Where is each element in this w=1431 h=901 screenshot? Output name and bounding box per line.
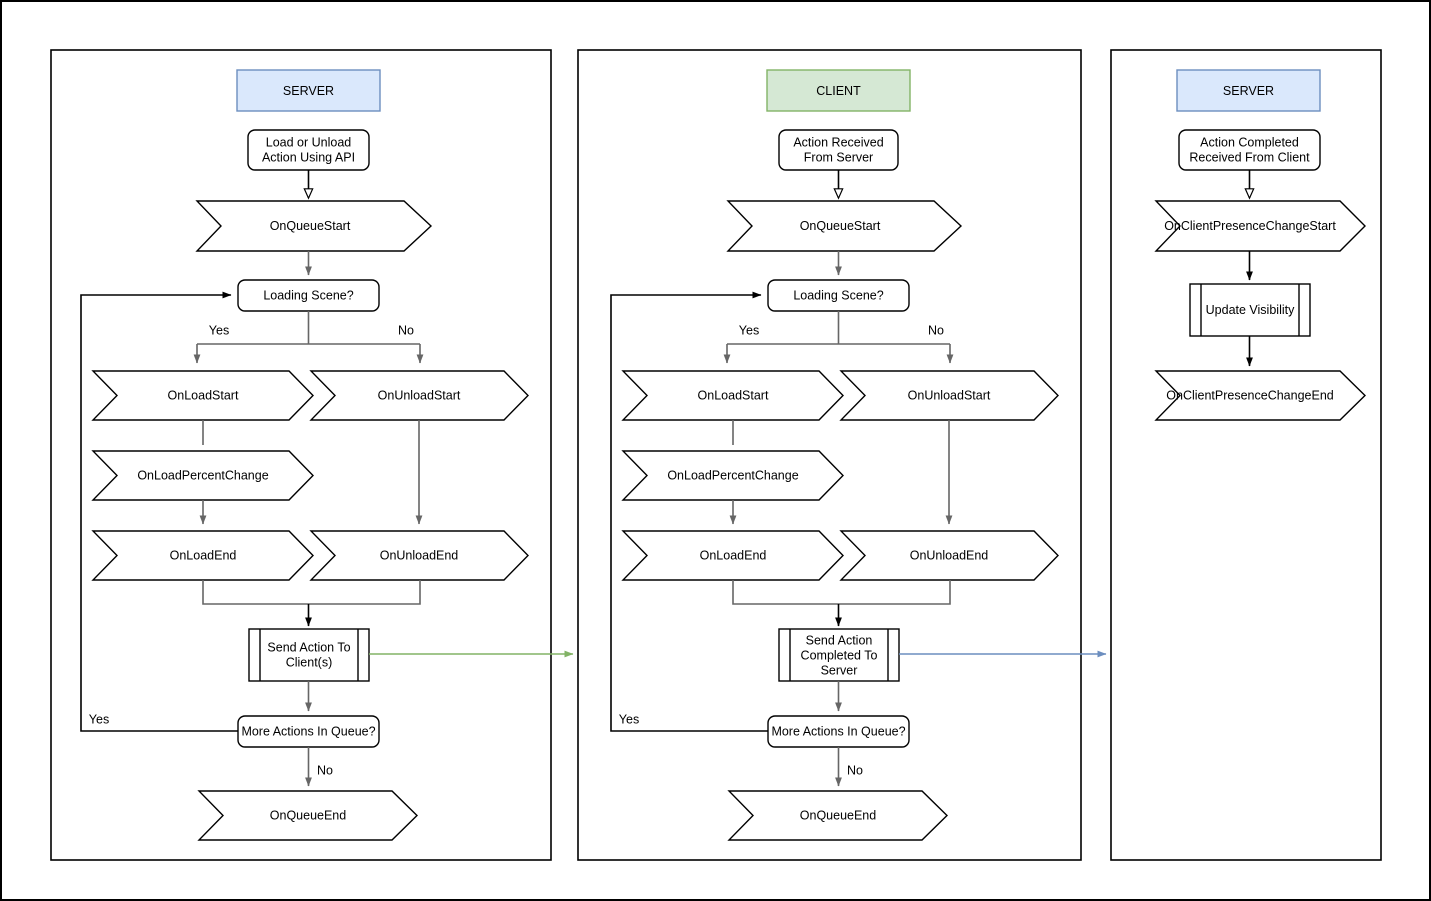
node-loadpercent-2 xyxy=(621,450,844,501)
node-loadstart-2 xyxy=(621,370,844,421)
node-start-2-line1: Action Received xyxy=(793,135,883,149)
node-unloadstart-1 xyxy=(309,370,529,421)
node-send-action-1-line2: Client(s) xyxy=(286,655,333,669)
node-unloadstart-1-label: OnUnloadStart xyxy=(378,388,461,402)
node-loadend-2-label: OnLoadEnd xyxy=(700,548,767,562)
node-send-action-2-line2: Completed To xyxy=(801,648,878,662)
node-presence-start-3-label: OnClientPresenceChangeStart xyxy=(1164,219,1336,233)
node-loadend-1 xyxy=(91,530,314,581)
node-unloadend-2 xyxy=(839,530,1059,581)
panel-server-presence xyxy=(1110,49,1382,861)
panel-header-label-1: SERVER xyxy=(283,84,334,98)
node-queuestart-1 xyxy=(195,200,433,252)
node-queueend-1-label: OnQueueEnd xyxy=(270,808,346,822)
edge-label-yes-1: Yes xyxy=(209,323,229,337)
panel-header-client xyxy=(766,69,911,112)
node-start-2-line2: From Server xyxy=(804,150,873,164)
node-queueend-1 xyxy=(197,790,419,841)
edge-label-queue-no-1: No xyxy=(317,763,333,777)
edge-merge-ends-1 xyxy=(202,580,421,605)
node-loadpercent-1-label: OnLoadPercentChange xyxy=(137,468,268,482)
node-queuestart-2 xyxy=(726,200,963,252)
node-loadend-1-label: OnLoadEnd xyxy=(170,548,237,562)
node-queuestart-1-label: OnQueueStart xyxy=(270,219,351,233)
edge-label-no-1: No xyxy=(398,323,414,337)
panel-header-label-3: SERVER xyxy=(1223,84,1274,98)
node-send-action-2-line3: Server xyxy=(821,663,858,677)
node-loadstart-2-label: OnLoadStart xyxy=(698,388,769,402)
node-start-3-line1: Action Completed xyxy=(1200,135,1299,149)
edge-merge-ends-2 xyxy=(732,580,951,605)
edge-label-loop-yes-1: Yes xyxy=(89,712,109,726)
node-presence-end-3 xyxy=(1154,370,1367,421)
edge-label-no-2: No xyxy=(928,323,944,337)
node-presence-end-3-label: OnClientPresenceChangeEnd xyxy=(1166,388,1334,402)
node-start-1-line1: Load or Unload xyxy=(266,135,352,149)
node-loadstart-1 xyxy=(91,370,314,421)
node-send-action-1-line1: Send Action To xyxy=(267,640,350,654)
edge-decision-split-1 xyxy=(197,311,420,345)
node-more-actions-1-label: More Actions In Queue? xyxy=(241,724,375,738)
edge-loop-yes-1 xyxy=(80,291,238,732)
node-decision-1-label: Loading Scene? xyxy=(263,288,353,302)
node-loadpercent-2-label: OnLoadPercentChange xyxy=(667,468,798,482)
edge-label-yes-2: Yes xyxy=(739,323,759,337)
node-send-action-1 xyxy=(248,628,370,682)
node-send-action-2 xyxy=(778,628,900,682)
node-start-3-line2: Received From Client xyxy=(1189,150,1310,164)
node-loadend-2 xyxy=(621,530,844,581)
node-presence-start-3 xyxy=(1154,200,1366,252)
panel-header-label-2: CLIENT xyxy=(816,84,861,98)
edge-label-loop-yes-2: Yes xyxy=(619,712,639,726)
node-start-1-line2: Action Using API xyxy=(262,150,355,164)
node-queuestart-2-label: OnQueueStart xyxy=(800,219,881,233)
edge-loop-yes-2 xyxy=(610,291,768,732)
node-unloadstart-2-label: OnUnloadStart xyxy=(908,388,991,402)
node-queueend-2 xyxy=(727,790,949,841)
edge-decision-split-2 xyxy=(727,311,950,345)
node-send-action-2-line1: Send Action xyxy=(806,633,873,647)
node-unloadend-2-label: OnUnloadEnd xyxy=(910,548,989,562)
edge-label-queue-no-2: No xyxy=(847,763,863,777)
node-update-visibility-3-label: Update Visibility xyxy=(1206,303,1295,317)
node-unloadend-1-label: OnUnloadEnd xyxy=(380,548,459,562)
panel-header-server-presence xyxy=(1176,69,1321,112)
node-unloadend-1 xyxy=(309,530,529,581)
node-loadstart-1-label: OnLoadStart xyxy=(168,388,239,402)
panel-header-server-queue xyxy=(236,69,381,112)
node-unloadstart-2 xyxy=(839,370,1059,421)
node-queueend-2-label: OnQueueEnd xyxy=(800,808,876,822)
node-loadpercent-1 xyxy=(91,450,314,501)
node-more-actions-2-label: More Actions In Queue? xyxy=(771,724,905,738)
node-decision-2-label: Loading Scene? xyxy=(793,288,883,302)
